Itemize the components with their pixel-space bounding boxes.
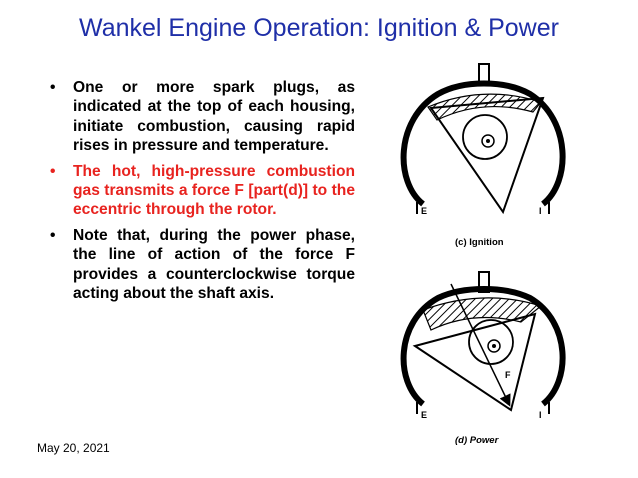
- ignition-caption: (c) Ignition: [455, 237, 504, 248]
- exhaust-port-label: E: [421, 410, 427, 420]
- ignition-diagram: E I (c) Ignition: [400, 63, 566, 248]
- bullet-marker: •: [50, 79, 56, 96]
- bullet-item-torque: • Note that, during the power phase, the…: [50, 226, 355, 304]
- shaft-icon: [487, 339, 501, 353]
- eccentric-circle: [468, 319, 514, 365]
- bullet-text: Note that, during the power phase, the l…: [73, 226, 355, 303]
- bullet-text: The hot, high-pressure combustion gas tr…: [73, 162, 355, 219]
- eccentric-circle: [462, 114, 508, 160]
- intake-port-label: I: [539, 206, 542, 216]
- bullet-marker: •: [50, 162, 56, 180]
- power-diagram: F E I (d) Power: [400, 271, 566, 446]
- bullet-marker: •: [50, 226, 56, 244]
- slide-title: Wankel Engine Operation: Ignition & Powe…: [79, 14, 559, 42]
- combustion-chamber: [422, 297, 543, 331]
- shaft-icon: [481, 134, 495, 148]
- bullet-list: • One or more spark plugs, as indicated …: [50, 78, 355, 309]
- force-label: F: [505, 370, 511, 380]
- rotor-triangle: [429, 96, 545, 215]
- intake-port-label: I: [539, 410, 542, 420]
- bullet-text: One or more spark plugs, as indicated at…: [73, 79, 355, 155]
- bullet-item-spark-plugs: • One or more spark plugs, as indicated …: [50, 78, 355, 156]
- force-arrow: [450, 283, 511, 407]
- rotor-triangle: [412, 312, 537, 412]
- power-caption: (d) Power: [455, 435, 500, 446]
- exhaust-port-label: E: [421, 206, 427, 216]
- bullet-item-force: • The hot, high-pressure combustion gas …: [50, 162, 355, 220]
- rotor-housing: [400, 286, 566, 407]
- rotor-housing: [400, 80, 566, 207]
- slide-date: May 20, 2021: [37, 441, 110, 455]
